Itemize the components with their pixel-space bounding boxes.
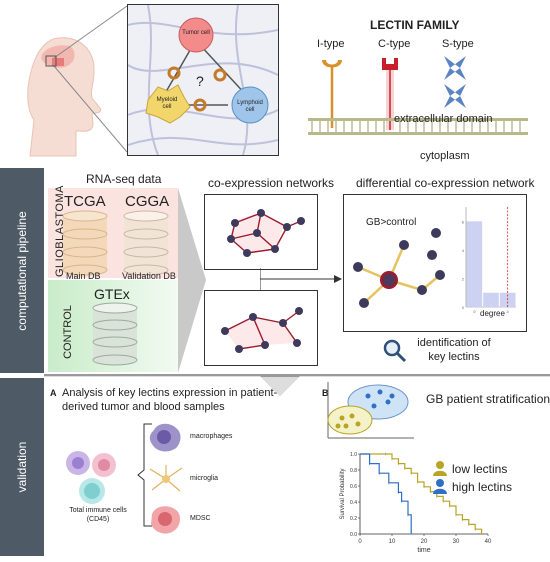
macrophage-icon (149, 423, 181, 452)
pipeline-side-label: computational pipeline (15, 210, 29, 331)
tumor-cell-label: Tumor cell (182, 30, 210, 36)
immune-cells-illustration (66, 451, 116, 504)
lymphoid-cell-label: Lymphoid cell (237, 100, 263, 113)
bracket (137, 423, 152, 527)
myeloid-cell-label: Myeloid cell (156, 97, 178, 110)
magnifier-icon (383, 339, 407, 363)
coexpr-network-gb (204, 194, 318, 270)
c-type-lectin-icon (382, 58, 398, 70)
tcga-label: TCGA (64, 193, 106, 210)
panel-a-title: Analysis of key lectins expression in pa… (62, 387, 278, 413)
legend-low-icon (433, 461, 447, 476)
cgga-db-icon (123, 210, 169, 276)
stratification-scatter (327, 382, 414, 439)
gtex-label: GTEx (94, 286, 130, 302)
total-immune-label: Total immune cells (CD45) (69, 507, 127, 523)
mdsc-icon (151, 506, 180, 534)
km-x-tick-label: 30 (453, 539, 460, 545)
survival-chart: 0 10 20 30 40 0.0 0.2 0.4 0.6 0.8 1.0 time Survival … (340, 452, 492, 554)
zoom-lines (45, 5, 128, 153)
lectin-type-c: C-type (378, 38, 411, 50)
degree-histogram: 0 2 4 6 0 4 (462, 207, 516, 314)
stratification-label: GB patient stratification (426, 392, 550, 406)
rnaseq-title: RNA-seq data (86, 172, 162, 186)
pipeline-arrow (178, 188, 206, 373)
histogram-y-tick: 0 (462, 305, 465, 310)
validation-funnel (44, 374, 550, 396)
km-x-label: time (417, 547, 430, 554)
cytoplasm-label: cytoplasm (420, 150, 470, 162)
histogram-y-tick: 2 (462, 276, 465, 281)
extracellular-matrix (127, 4, 279, 156)
identification-label: identification of key lectins (417, 337, 491, 363)
hub-network (353, 228, 445, 308)
validation-sidebar: validation (0, 378, 44, 556)
km-y-tick-label: 0.2 (350, 516, 357, 522)
legend-high-icon (433, 479, 447, 494)
microglia-icon (149, 465, 183, 492)
i-type-lectin-icon (322, 60, 342, 68)
s-type-lectin-icon (444, 56, 466, 80)
km-x-tick-label: 40 (485, 539, 492, 545)
gtex-db-icon (92, 302, 138, 366)
panel-b-letter: B (322, 388, 329, 398)
degree-label: degree (480, 309, 505, 318)
km-x-tick-label: 20 (421, 539, 428, 545)
km-y-label: Survival Probability (340, 468, 346, 519)
validation-db-label: Validation DB (122, 271, 176, 281)
microglia-label: microglia (190, 475, 219, 482)
head-illustration (27, 37, 102, 157)
km-x-tick-label: 0 (358, 539, 362, 545)
cgga-label: CGGA (125, 193, 170, 210)
validation-side-label: validation (15, 441, 29, 493)
km-series-line (360, 453, 483, 534)
macrophages-label: macrophages (190, 433, 233, 440)
histogram-x-tick: 4 (507, 309, 510, 314)
extracellular-domain-label: extracellular domain (394, 113, 493, 125)
legend-low-label: low lectins (452, 462, 508, 476)
lectin-family-title: LECTIN FAMILY (370, 18, 460, 32)
gb-control-label: GB>control (366, 217, 417, 228)
histogram-x-tick: 0 (473, 309, 476, 314)
histogram-bar (483, 292, 499, 307)
lectin-type-i: I-type (317, 38, 345, 50)
question-mark: ? (196, 73, 204, 89)
mdsc-label: MDSC (190, 515, 211, 522)
main-db-label: Main DB (66, 271, 101, 281)
panel-a-letter: A (50, 388, 57, 398)
lectin-membrane-diagram (308, 56, 528, 135)
coexpr-network-control (204, 290, 318, 366)
histogram-y-tick: 6 (462, 219, 465, 224)
pipeline-sidebar: computational pipeline (0, 168, 44, 373)
microenvironment-panel: Tumor cell ? Myeloid cell Lymphoid cell (127, 4, 279, 156)
lectin-type-s: S-type (442, 38, 474, 50)
histogram-y-tick: 4 (462, 248, 465, 253)
km-y-tick-label: 0.8 (350, 468, 357, 474)
diff-network-title: differential co-expression network (356, 176, 535, 190)
km-y-tick-label: 0.4 (350, 500, 357, 506)
km-y-tick-label: 0.6 (350, 484, 357, 490)
database-cylinders (62, 210, 169, 366)
km-y-tick-label: 0.0 (350, 532, 357, 538)
top-section: Tumor cell ? Myeloid cell Lymphoid cell … (0, 0, 550, 162)
coexpr-title: co-expression networks (208, 176, 335, 190)
km-y-tick-label: 1.0 (350, 452, 357, 458)
network-connector (260, 268, 342, 290)
km-x-tick-label: 10 (389, 539, 396, 545)
tcga-db-icon (62, 210, 108, 276)
legend-high-label: high lectins (452, 480, 513, 494)
km-series-line (360, 453, 412, 534)
histogram-bar (466, 221, 483, 307)
diff-network-panel: GB>control 0 2 4 6 0 4 degree (343, 194, 527, 332)
